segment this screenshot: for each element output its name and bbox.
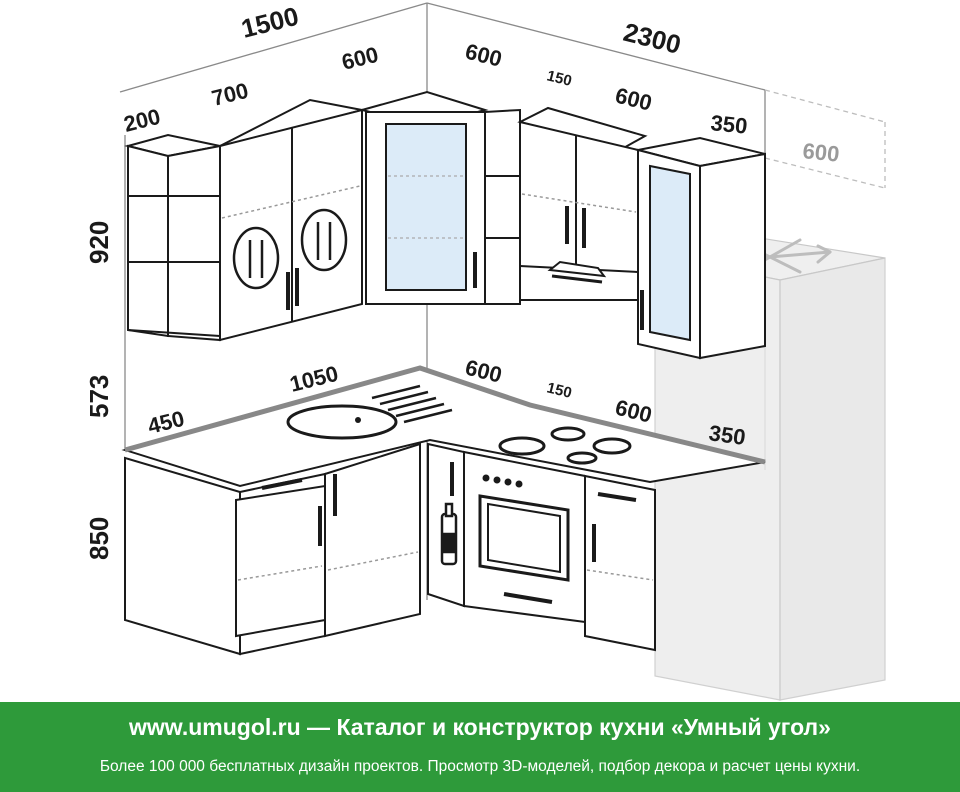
upper-corner-glass-cabinet (358, 90, 489, 305)
dim-counter-gap: 150 (545, 379, 573, 402)
cutlery-plate-icon (300, 208, 348, 272)
oven (463, 450, 586, 624)
footer-headline[interactable]: www.umugol.ru — Каталог и конструктор ку… (129, 714, 831, 740)
dim-upper-corner-left: 600 (339, 42, 381, 75)
hob-icon (498, 426, 632, 465)
fridge (654, 237, 886, 701)
dim-counter-right-main: 600 (613, 395, 655, 428)
dim-fridge-width: 600 (801, 138, 840, 167)
dim-upper-right-cabinet: 600 (613, 83, 655, 116)
dim-upper-total-right: 2300 (621, 17, 684, 60)
kitchen-diagram: 1500 2300 200 700 600 600 150 600 350 60… (84, 1, 886, 701)
range-hood-icon (547, 260, 607, 284)
dim-base-height: 850 (84, 517, 114, 560)
base-corner-cabinet (324, 442, 421, 638)
upper-right-cabinet (517, 106, 648, 301)
dim-wall-height: 920 (84, 221, 114, 264)
countertop (121, 365, 766, 488)
upper-end-glass-cabinet (637, 136, 766, 360)
base-bottle-cabinet (427, 442, 465, 608)
cutlery-plate-icon (232, 226, 280, 290)
dim-upper-corner-right: 600 (463, 39, 505, 72)
dim-upper-gap: 150 (545, 67, 573, 90)
dim-upper-end-cabinet: 350 (709, 110, 748, 139)
bottle-icon (440, 502, 458, 566)
base-left-cabinet (124, 456, 326, 656)
dim-upper-total-left: 1500 (238, 1, 301, 44)
promo-footer: www.umugol.ru — Каталог и конструктор ку… (0, 702, 960, 792)
upper-open-shelf (124, 133, 221, 342)
dim-upper-shelf: 200 (121, 104, 163, 137)
fridge-ghost-outline (764, 89, 886, 189)
footer-subline: Более 100 000 бесплатных дизайн проектов… (99, 758, 861, 775)
base-right-cabinet (584, 474, 656, 652)
kitchen-layout-drawing: 1500 2300 200 700 600 600 150 600 350 60… (84, 1, 886, 701)
dimension-labels: 1500 2300 200 700 600 600 150 600 350 60… (84, 1, 841, 560)
upper-right-open-shelf (484, 108, 521, 305)
sink-icon (286, 384, 453, 440)
upper-left-cabinet (219, 98, 363, 342)
dim-upper-left-cabinet: 700 (209, 78, 251, 111)
dim-counter-right-end: 350 (707, 420, 747, 450)
dim-backsplash-height: 573 (84, 375, 114, 418)
